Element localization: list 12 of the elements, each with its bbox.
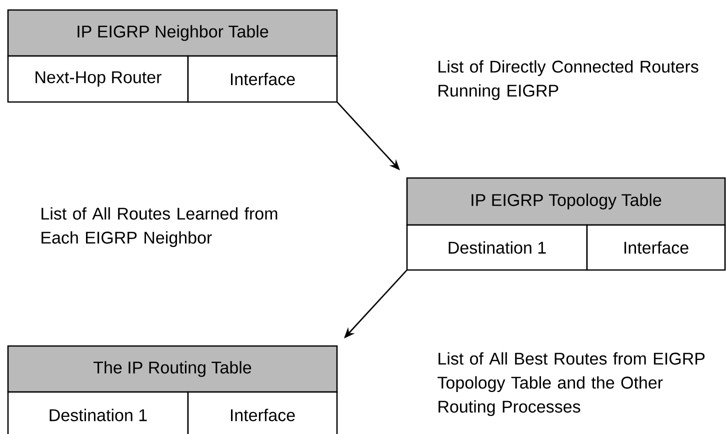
description: List of All Routes Learned from Each EIGRP Neighbor xyxy=(42,207,278,248)
table-cell: Next-Hop Router xyxy=(7,55,189,103)
table-cell: Destination 1 xyxy=(7,391,189,434)
table-cell: Interface xyxy=(586,224,726,271)
table-cell: Destination 1 xyxy=(406,224,588,271)
table-header: The IP Routing Table xyxy=(7,345,338,393)
table-header: IP EIGRP Neighbor Table xyxy=(7,9,338,57)
description: List of Directly Connected Routers Running EIGRP xyxy=(438,60,698,100)
table-cell: Interface xyxy=(187,55,338,103)
description: List of All Best Routes from EIGRP Topology Table and the Other Routing Processes xyxy=(438,352,705,416)
table-cell: Interface xyxy=(187,391,338,434)
table-header: IP EIGRP Topology Table xyxy=(406,177,726,226)
